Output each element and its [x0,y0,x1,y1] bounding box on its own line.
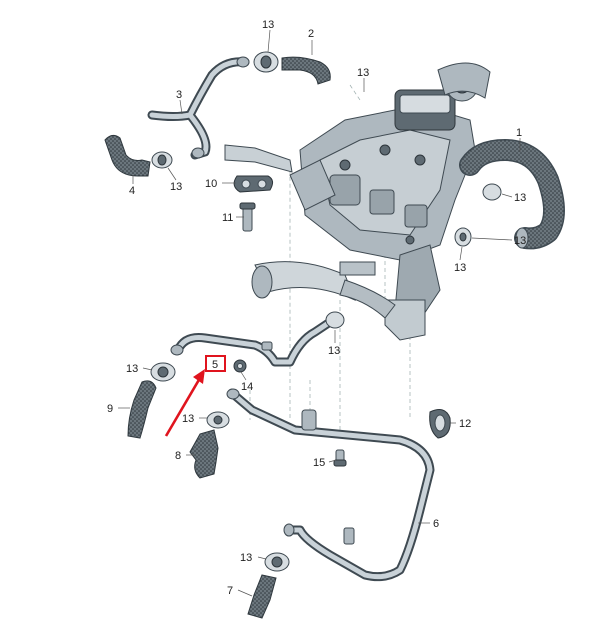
clip-part-12 [429,409,451,439]
callout-13-mid-right: 13 [454,262,466,274]
callout-1: 1 [516,127,522,139]
coolant-module-housing [224,62,491,341]
callout-7: 7 [227,585,233,597]
bracket-part-10 [233,175,274,193]
callout-12: 12 [459,418,471,430]
callout-13-right-upper: 13 [514,192,526,204]
hose-part-2 [253,51,331,85]
callout-13-module: 13 [357,67,369,79]
callout-13-hose9: 13 [126,363,138,375]
callout-2: 2 [308,28,314,40]
part-5-highlight: 5 [164,355,226,437]
callout-13-hose7: 13 [240,552,252,564]
bolt-part-15 [333,449,347,467]
callout-13-left: 13 [170,181,182,193]
callout-3: 3 [176,89,182,101]
callout-labels: 2 13 13 3 4 13 10 11 1 13 13 13 13 13 9 … [107,19,526,597]
red-pointer-arrow-head [193,369,205,384]
callout-6: 6 [433,518,439,530]
callout-9: 9 [107,403,113,415]
hose-part-9 [127,362,176,439]
callout-13-right-lower: 13 [514,235,526,247]
pipe-part-5 [170,311,345,367]
nut-part-14 [233,359,247,373]
callout-15: 15 [313,457,325,469]
hose-part-8 [189,411,230,479]
callout-8: 8 [175,450,181,462]
callout-10: 10 [205,178,217,190]
hose-part-7 [247,552,290,619]
callout-14: 14 [241,381,253,393]
bolt-part-11 [239,202,256,232]
callout-4: 4 [129,185,135,197]
callout-5: 5 [212,359,218,371]
pipe-part-3 [147,56,250,160]
hose-part-1 [454,139,565,250]
callout-11: 11 [222,212,233,224]
callout-13-center: 13 [328,345,340,357]
callout-13-hose8: 13 [182,413,194,425]
red-pointer-arrow-shaft [164,377,202,437]
pipe-part-6 [226,388,435,582]
leader-lines [118,29,521,597]
callout-5-highlight-box [205,355,226,372]
callout-13-top: 13 [262,19,274,31]
hose-part-4 [104,134,173,177]
